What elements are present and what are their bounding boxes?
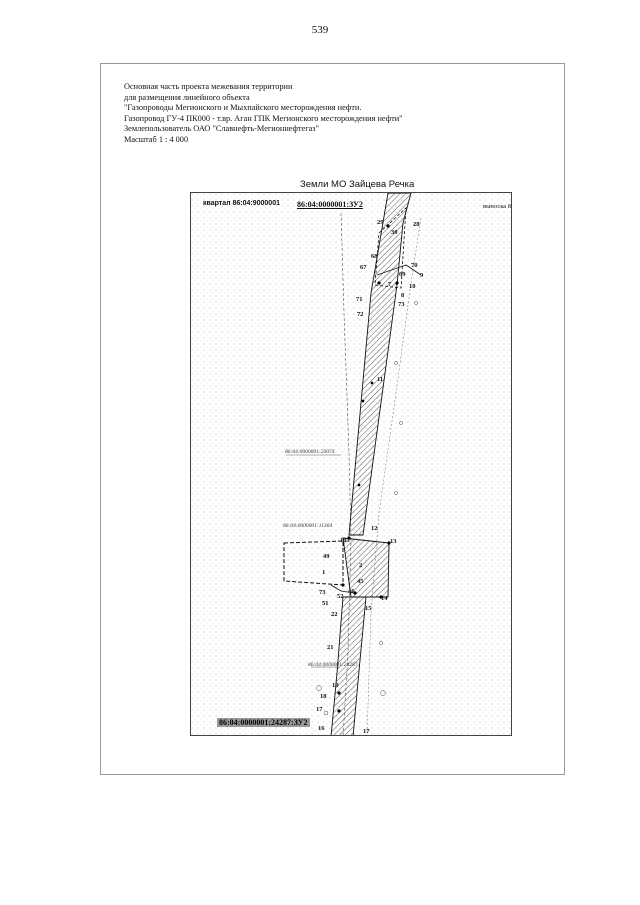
point-label: 1 [322, 569, 326, 576]
point-label: 12 [371, 525, 378, 532]
header-line-4: Газопровод ГУ-4 ПК000 - т.вр. Аган ГПК М… [124, 113, 403, 123]
point-label: 69 [399, 271, 406, 278]
point-label: 72 [357, 311, 364, 318]
point-label: 103 [340, 537, 350, 544]
point-label: 7 [388, 281, 392, 288]
survey-circle [394, 491, 398, 495]
vertex-dot [337, 709, 341, 713]
kvartal-label: квартал 86:04:9000001 [203, 200, 280, 207]
point-label: 70 [411, 262, 418, 269]
point-label: 9 [420, 272, 424, 279]
survey-circle [399, 421, 403, 425]
point-label: 13 [390, 538, 397, 545]
point-label: 30 [391, 229, 398, 236]
point-label: 17 [363, 728, 370, 735]
point-label: 19 [332, 682, 339, 689]
header-line-5: Землепользователь ОАО "Славнефть-Мегионн… [124, 124, 319, 134]
connector-line [376, 264, 422, 276]
point-label: 17 [316, 706, 323, 713]
point-label: 21 [327, 644, 334, 651]
point-label: 8 [401, 292, 405, 299]
vertex-dot [386, 224, 390, 228]
vertex-dot [347, 536, 351, 540]
vertex-dot [361, 399, 365, 403]
boundary-line-right [366, 217, 422, 735]
vertex-dot [395, 281, 399, 285]
document-header: Основная часть проекта межевания террито… [124, 82, 403, 146]
cadastral-label-1: 86:04:0000001:23074 [285, 449, 335, 455]
point-label: 46 [348, 588, 355, 595]
header-line-6: Масштаб 1 : 4 000 [124, 134, 189, 144]
cadastral-label-3: 86:04:0000001:24287 [308, 662, 358, 668]
header-line-3: "Газопроводы Мегионского и Мыхпайского м… [124, 103, 362, 113]
point-label: 49 [323, 553, 330, 560]
corridor-strip-upper [348, 193, 412, 536]
point-label: 45 [357, 578, 364, 585]
point-label: 73 [319, 589, 326, 596]
vertex-dot [341, 583, 345, 587]
point-label: 18 [320, 693, 327, 700]
survey-circle [316, 685, 322, 691]
survey-circle [394, 361, 398, 365]
corridor-strip-lower [330, 596, 367, 735]
vertex-dot [357, 483, 361, 487]
vertex-dot [337, 691, 341, 695]
point-label: 14 [381, 595, 388, 602]
cadastral-label-2: 86:04:0000001:11364 [283, 523, 333, 529]
parcel-label-zu2-bottom: 86:04:0000001:24287:ЗУ2 [217, 718, 310, 727]
point-label: 73 [398, 301, 405, 308]
header-line-2: для размещения линейного объекта [124, 92, 250, 102]
point-label: 22 [331, 611, 338, 618]
point-label: 68 [371, 253, 378, 260]
parcel-label-zu2: 86:04:0000001:ЗУ2 [297, 200, 363, 209]
corridor-strip-middle [342, 537, 390, 598]
boundary-line-left [340, 212, 352, 735]
point-label: 15 [365, 605, 372, 612]
parcel-upper-dashed [374, 207, 407, 289]
page-number: 539 [311, 24, 329, 36]
callout-label: выноска 8 [483, 203, 512, 210]
map-svg [191, 193, 511, 735]
point-label: 71 [356, 296, 363, 303]
point-label: 51 [322, 600, 329, 607]
survey-circles [316, 301, 418, 716]
survey-circle [323, 710, 329, 716]
vertex-dot [379, 595, 383, 599]
point-label: 67 [360, 264, 367, 271]
survey-circle [380, 690, 386, 696]
map-drawing: квартал 86:04:9000001 86:04:0000001:ЗУ2 … [190, 192, 512, 736]
vertex-dot [370, 381, 374, 385]
survey-circle [379, 641, 383, 645]
spur-line [330, 584, 355, 594]
point-label: 16 [318, 725, 325, 732]
vertex-dot [353, 591, 357, 595]
vertex-dot [377, 281, 381, 285]
point-label: 28 [413, 221, 420, 228]
point-label: 11 [377, 376, 384, 383]
vertex-dot [387, 541, 391, 545]
point-label: 10 [409, 283, 416, 290]
vertex-dots [337, 224, 399, 713]
point-label: 2 [359, 562, 363, 569]
header-line-1: Основная часть проекта межевания террито… [124, 82, 293, 91]
map-title: Земли МО Зайцева Речка [300, 179, 415, 190]
sheet-frame [100, 63, 565, 775]
point-label: 52 [337, 593, 344, 600]
point-label: 29 [377, 219, 384, 226]
survey-circle [414, 301, 418, 305]
